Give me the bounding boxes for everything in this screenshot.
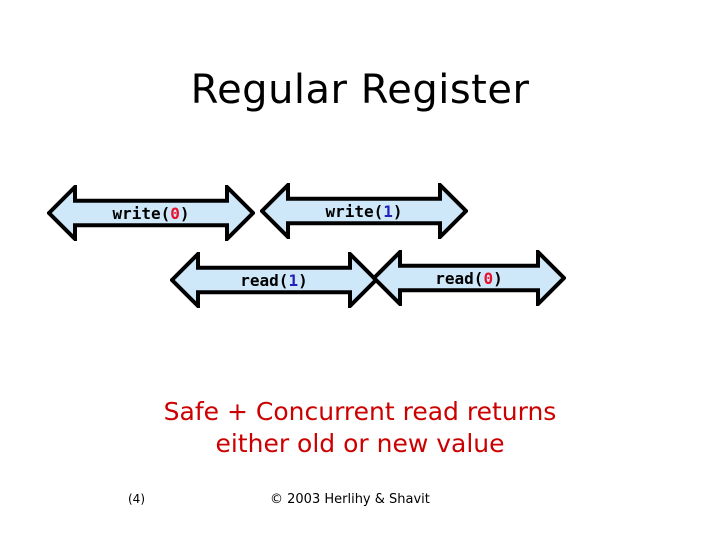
interval-arrow-read-1[interactable]: read(1) xyxy=(170,252,378,308)
footer-copyright: © 2003 Herlihy & Shavit xyxy=(270,492,430,507)
footer-page-number: (4) xyxy=(128,492,145,506)
arrow-diagram: write(0)write(1) read(1)read(0) xyxy=(47,183,566,308)
caption-line-2: either old or new value xyxy=(215,429,505,458)
double-headed-arrow-icon xyxy=(260,183,468,239)
double-headed-arrow-icon xyxy=(170,252,378,308)
double-headed-arrow-icon xyxy=(47,185,255,241)
interval-arrow-write-0[interactable]: write(0) xyxy=(47,185,255,241)
interval-arrow-write-1[interactable]: write(1) xyxy=(260,183,468,239)
caption-line-1: Safe + Concurrent read returns xyxy=(163,397,557,426)
interval-arrow-read-0[interactable]: read(0) xyxy=(372,250,566,306)
page-title: Regular Register xyxy=(190,67,530,113)
slide-footer: (4) © 2003 Herlihy & Shavit xyxy=(0,492,720,514)
caption-text: Safe + Concurrent read returns either ol… xyxy=(60,396,660,460)
double-headed-arrow-icon xyxy=(372,250,566,306)
